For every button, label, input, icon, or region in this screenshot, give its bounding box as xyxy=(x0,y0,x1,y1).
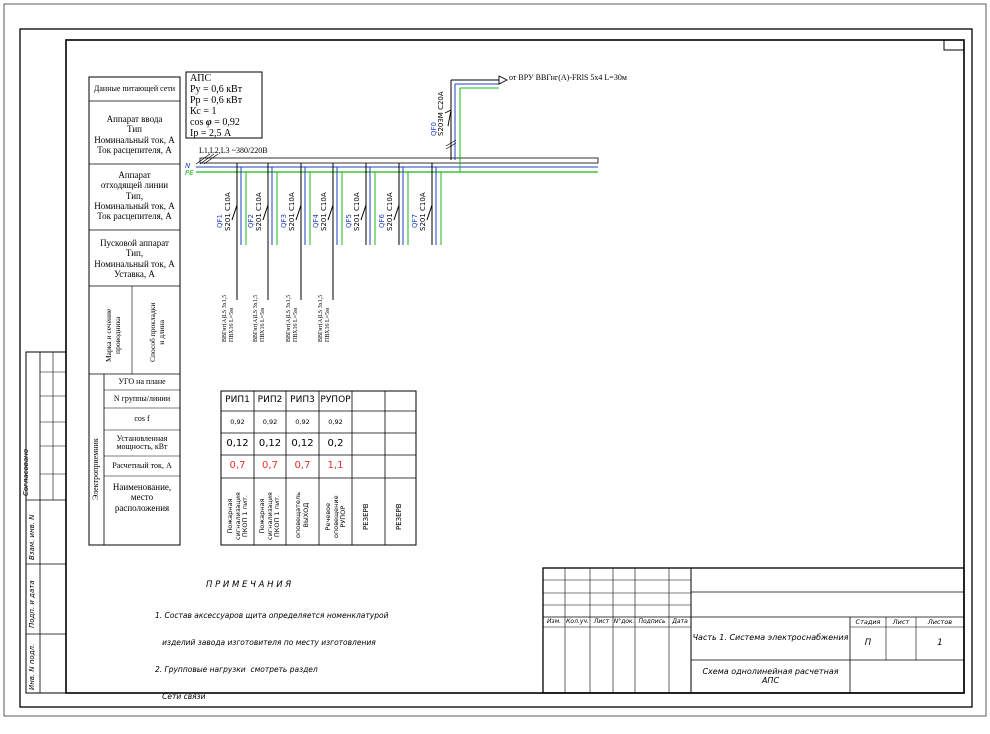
breaker-id-7: QF7 xyxy=(411,214,419,228)
breaker-id-6: QF6 xyxy=(378,214,386,228)
load-cos-2: 0,92 xyxy=(262,417,278,426)
load-cos-3: 0,92 xyxy=(295,417,310,426)
notes-body: 1. Состав аксессуаров щита определяется … xyxy=(155,611,389,701)
load-current-6 xyxy=(385,455,416,478)
cable-type-4: ВВГнг(А)LS 3х1,5 xyxy=(318,294,324,342)
notes-title: П Р И М Е Ч А Н И Я xyxy=(206,580,292,590)
load-cos-1: 0,92 xyxy=(230,417,245,426)
stamp-replace-inv: Взам. инв. N xyxy=(28,514,36,560)
breaker-id-5: QF5 xyxy=(345,214,353,228)
load-header-1: РИП1 xyxy=(225,395,250,406)
cable-type-1: ВВГнг(А)LS 3х1,5 xyxy=(222,294,228,342)
tb-stage-label: Стадия xyxy=(855,617,881,626)
breaker-type-2: S201 C10A xyxy=(255,192,263,231)
breaker-id-4: QF4 xyxy=(312,214,320,228)
tb-sheet-label: Лист xyxy=(892,617,910,626)
breaker-type-5: S201 C10A xyxy=(353,192,361,231)
load-current-3: 0,7 xyxy=(294,460,311,472)
breaker-id-3: QF3 xyxy=(280,214,288,228)
cable-route-4: ПВХ16 L=5м xyxy=(325,308,331,342)
breaker-type-6: S201 C10A xyxy=(386,192,394,231)
aps-info-box: АПС Ру = 0,6 кВт Рр = 0,6 кВт Кс = 1 cos… xyxy=(190,73,242,139)
load-current-5 xyxy=(352,455,385,478)
load-cos-5 xyxy=(352,411,385,433)
tb-col-sign: Подпись xyxy=(638,617,666,625)
load-power-5 xyxy=(352,433,385,455)
tb-project: Часть 1. Система электроснабжения xyxy=(692,633,849,643)
label-consumer: Электроприемник xyxy=(91,438,100,500)
feeder-breaker-type: S203M C20A xyxy=(437,91,445,136)
aps-title: АПС xyxy=(190,73,212,84)
tb-sheets-label: Листов xyxy=(927,617,953,626)
load-header-3: РИП3 xyxy=(290,395,315,406)
load-header-5 xyxy=(352,391,385,411)
load-header-4: РУПОР xyxy=(320,395,351,406)
label-calc-current: Расчетный ток, А xyxy=(112,460,172,470)
breaker-id-1: QF1 xyxy=(216,214,224,228)
cable-route-2: ПВХ16 L=5м xyxy=(260,308,266,342)
tb-stage: П xyxy=(864,638,872,649)
aps-cos: cos φ = 0,92 xyxy=(190,117,240,128)
load-header-2: РИП2 xyxy=(257,395,283,406)
load-power-2: 0,12 xyxy=(258,437,282,449)
breaker-id-2: QF2 xyxy=(247,214,255,228)
bus-n-label: N xyxy=(185,162,191,170)
breaker-type-4: S201 C10A xyxy=(320,192,328,231)
cable-type-2: ВВГнг(А)LS 3х1,5 xyxy=(253,294,259,342)
load-current-2: 0,7 xyxy=(262,460,278,472)
load-current-4: 1,1 xyxy=(327,460,344,472)
breaker-type-7: S201 C10A xyxy=(419,192,427,231)
aps-py: Ру = 0,6 кВт xyxy=(190,84,243,95)
load-cos-4: 0,92 xyxy=(328,417,343,426)
breaker-type-1: S201 C10A xyxy=(224,192,232,231)
stamp-sign-date: Подп. и дата xyxy=(28,580,36,628)
aps-pp: Рр = 0,6 кВт xyxy=(190,95,243,106)
load-header-6 xyxy=(385,391,416,411)
load-cos-6 xyxy=(385,411,416,433)
tb-col-koluch: Кол.уч. xyxy=(566,617,589,625)
tb-sheet xyxy=(886,627,916,660)
stamp-agreed: Согласовано xyxy=(22,448,30,496)
load-power-3: 0,12 xyxy=(291,437,314,449)
breaker-type-3: S201 C10A xyxy=(288,192,296,231)
label-ugo: УГО на плане xyxy=(118,376,166,386)
tb-col-izm: Изм. xyxy=(546,617,562,625)
label-supply: Данные питающей сети xyxy=(93,83,176,93)
label-group: N группы/линии xyxy=(113,393,171,403)
cable-route-1: ПВХ16 L=5м xyxy=(229,308,235,342)
tb-sheets: 1 xyxy=(937,638,943,649)
load-power-4: 0,2 xyxy=(327,437,344,449)
tb-col-doc: N°док. xyxy=(613,617,635,625)
aps-ip: Iр = 2,5 А xyxy=(190,128,232,139)
load-power-1: 0,12 xyxy=(226,437,249,449)
load-current-1: 0,7 xyxy=(229,460,246,472)
branch-circuits xyxy=(231,163,442,300)
label-cos: cos f xyxy=(134,413,150,423)
tb-col-list: Лист xyxy=(593,617,610,625)
cable-type-3: ВВГнг(А)LS 3х1,5 xyxy=(286,294,292,342)
load-name-5: РЕЗЕРВ xyxy=(362,503,370,530)
feeder-label: от ВРУ ВВГнг(А)-FRlS 5х4 L=30м xyxy=(509,73,627,82)
stamp-inv-orig: Инв. N подл. xyxy=(28,643,36,690)
cable-route-3: ПВХ16 L=5м xyxy=(293,308,299,342)
aps-kc: Кс = 1 xyxy=(190,106,217,117)
tb-col-date: Дата xyxy=(672,617,688,625)
load-name-6: РЕЗЕРВ xyxy=(395,503,403,530)
load-power-6 xyxy=(385,433,416,455)
bus-label: L1,L2,L3 ~380/220В xyxy=(199,146,268,155)
bus-pe-label: PE xyxy=(185,169,194,177)
